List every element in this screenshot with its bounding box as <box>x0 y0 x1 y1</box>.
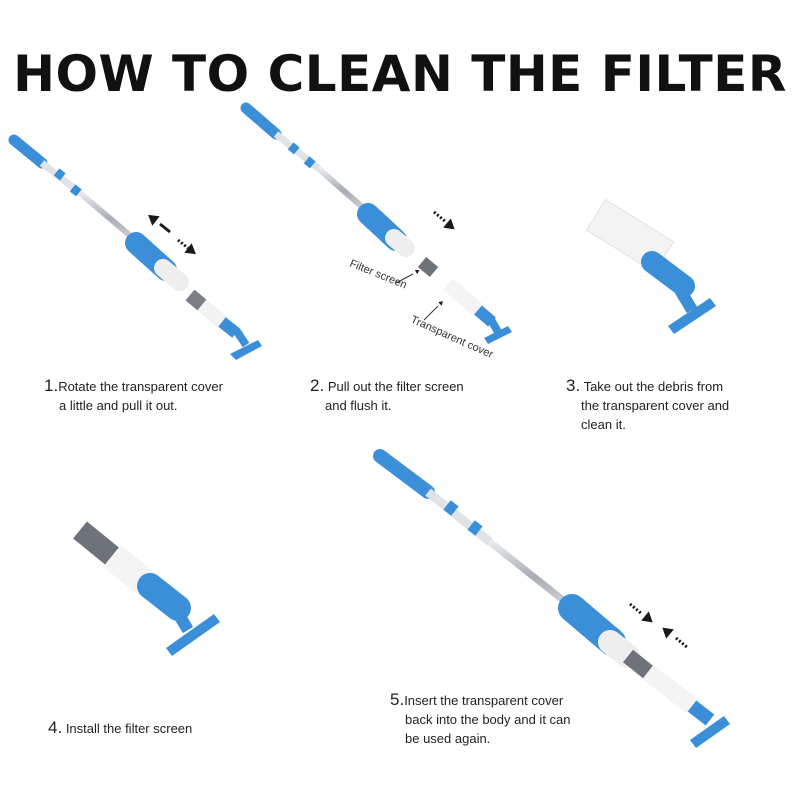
step-line: Pull out the filter screen <box>327 379 464 394</box>
step-line: clean it. <box>581 417 626 432</box>
step-1-text: 1.Rotate the transparent cover a little … <box>44 376 223 415</box>
filter-screen-label: Filter screen <box>348 258 409 292</box>
step3-illustration <box>585 198 716 334</box>
step-3-text: 3. Take out the debris from the transpar… <box>566 376 729 434</box>
step-line: the transparent cover and <box>581 398 730 413</box>
step-line: back into the body and it can <box>405 712 571 727</box>
step-line: Rotate the transparent cover <box>58 379 223 394</box>
step2-illustration: Filter screen Transparent cover <box>240 102 512 361</box>
step-number: 4. <box>48 718 63 737</box>
step-4-text: 4. Install the filter screen <box>48 718 192 738</box>
pull-arrow-icon <box>433 210 459 235</box>
step-line: and flush it. <box>325 398 392 413</box>
page-title: HOW TO CLEAN THE FILTER <box>13 45 787 103</box>
step-number: 3. <box>566 376 581 395</box>
step-number: 2. <box>310 376 325 395</box>
step-line: be used again. <box>405 731 491 746</box>
step1-illustration <box>8 134 262 360</box>
step-number: 1. <box>44 376 59 395</box>
step-line: a little and pull it out. <box>59 398 178 413</box>
step4-illustration <box>73 521 220 656</box>
step-line: Insert the transparent cover <box>404 693 564 708</box>
step-5-text: 5.Insert the transparent cover back into… <box>390 690 571 748</box>
step-2-text: 2. Pull out the filter screen and flush … <box>310 376 464 415</box>
step5-illustration <box>373 449 730 748</box>
step-line: Install the filter screen <box>65 721 193 736</box>
step-line: Take out the debris from <box>583 379 724 394</box>
insert-arrow-icon <box>629 602 689 650</box>
pull-arrow-icon <box>144 210 200 259</box>
step-number: 5. <box>390 690 405 709</box>
